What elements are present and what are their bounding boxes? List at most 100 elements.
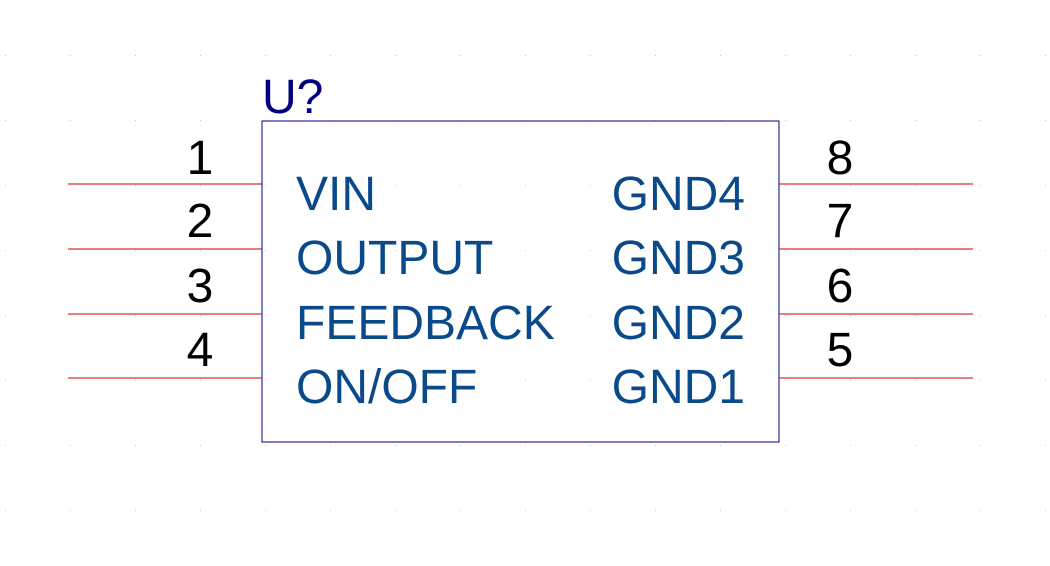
grid-dot: [1045, 55, 1046, 56]
pin-number: 2: [187, 195, 214, 248]
grid-dot: [70, 120, 71, 121]
grid-dot: [70, 250, 71, 251]
grid-dot: [265, 315, 266, 316]
grid-dot: [980, 445, 981, 446]
grid-dot: [850, 315, 851, 316]
grid-dot: [525, 55, 526, 56]
grid-dot: [395, 445, 396, 446]
grid-dot: [655, 250, 656, 251]
grid-dot: [720, 185, 721, 186]
grid-dot: [5, 250, 6, 251]
grid-dot: [655, 445, 656, 446]
grid-dot: [330, 55, 331, 56]
grid-dot: [5, 185, 6, 186]
grid-dot: [1045, 315, 1046, 316]
grid-dot: [395, 185, 396, 186]
grid-dot: [135, 185, 136, 186]
grid-dot: [980, 315, 981, 316]
grid-dot: [330, 510, 331, 511]
grid-dot: [70, 510, 71, 511]
grid-dot: [5, 380, 6, 381]
pin-7[interactable]: 7 GND3: [612, 195, 973, 285]
pin-name: GND1: [612, 361, 745, 414]
grid-dot: [980, 250, 981, 251]
grid-dot: [460, 315, 461, 316]
grid-dot: [330, 445, 331, 446]
grid-dot: [135, 380, 136, 381]
component-body[interactable]: [261, 120, 780, 443]
grid-dot: [785, 315, 786, 316]
grid-dot: [720, 315, 721, 316]
grid-dot: [915, 120, 916, 121]
grid-dot: [915, 315, 916, 316]
grid-dot: [590, 315, 591, 316]
grid-dot: [980, 185, 981, 186]
grid-dot: [525, 510, 526, 511]
grid-dot: [915, 250, 916, 251]
grid-dot: [850, 120, 851, 121]
grid-dot: [1045, 510, 1046, 511]
grid-dot: [1045, 445, 1046, 446]
grid-dot: [850, 55, 851, 56]
grid-dot: [200, 445, 201, 446]
pin-number: 7: [827, 195, 854, 248]
grid-dot: [525, 315, 526, 316]
grid-dot: [655, 185, 656, 186]
grid-dot: [1045, 380, 1046, 381]
component-designator[interactable]: U?: [262, 71, 323, 124]
grid-dot: [850, 380, 851, 381]
grid-dots: [5, 55, 1046, 511]
grid-dot: [200, 120, 201, 121]
pin-name: GND4: [612, 168, 745, 221]
grid-dot: [265, 380, 266, 381]
grid-dot: [460, 445, 461, 446]
pin-name: FEEDBACK: [296, 297, 555, 350]
pin-3[interactable]: 3 FEEDBACK: [68, 260, 555, 350]
grid-dot: [135, 315, 136, 316]
grid-dot: [5, 445, 6, 446]
grid-dot: [720, 380, 721, 381]
grid-dot: [655, 510, 656, 511]
pin-8[interactable]: 8 GND4: [612, 132, 973, 221]
pin-number: 6: [827, 260, 854, 313]
grid-dot: [590, 510, 591, 511]
grid-dot: [460, 185, 461, 186]
grid-dot: [590, 185, 591, 186]
pin-5[interactable]: 5 GND1: [612, 324, 973, 414]
grid-dot: [785, 380, 786, 381]
grid-dot: [330, 250, 331, 251]
grid-dot: [460, 380, 461, 381]
grid-dot: [135, 55, 136, 56]
grid-dot: [980, 120, 981, 121]
grid-dot: [200, 185, 201, 186]
grid-dot: [525, 250, 526, 251]
pin-6[interactable]: 6 GND2: [612, 260, 973, 350]
grid-dot: [5, 510, 6, 511]
pin-2[interactable]: 2 OUTPUT: [68, 195, 493, 285]
grid-dot: [785, 185, 786, 186]
grid-dot: [200, 55, 201, 56]
grid-dot: [850, 445, 851, 446]
grid-dot: [655, 55, 656, 56]
grid-dot: [980, 510, 981, 511]
pin-name: VIN: [296, 168, 376, 221]
grid-dot: [70, 380, 71, 381]
grid-dot: [655, 380, 656, 381]
grid-dot: [915, 510, 916, 511]
grid-dot: [850, 185, 851, 186]
grid-dot: [590, 250, 591, 251]
grid-dot: [785, 250, 786, 251]
grid-dot: [590, 445, 591, 446]
grid-dot: [980, 380, 981, 381]
grid-dot: [460, 510, 461, 511]
grid-dot: [5, 55, 6, 56]
grid-dot: [720, 510, 721, 511]
grid-dot: [785, 55, 786, 56]
grid-dot: [720, 55, 721, 56]
pin-4[interactable]: 4 ON/OFF: [68, 324, 477, 414]
pin-1[interactable]: 1 VIN: [68, 132, 376, 221]
grid-dot: [655, 315, 656, 316]
grid-dot: [70, 55, 71, 56]
grid-dot: [1045, 120, 1046, 121]
grid-dot: [590, 55, 591, 56]
